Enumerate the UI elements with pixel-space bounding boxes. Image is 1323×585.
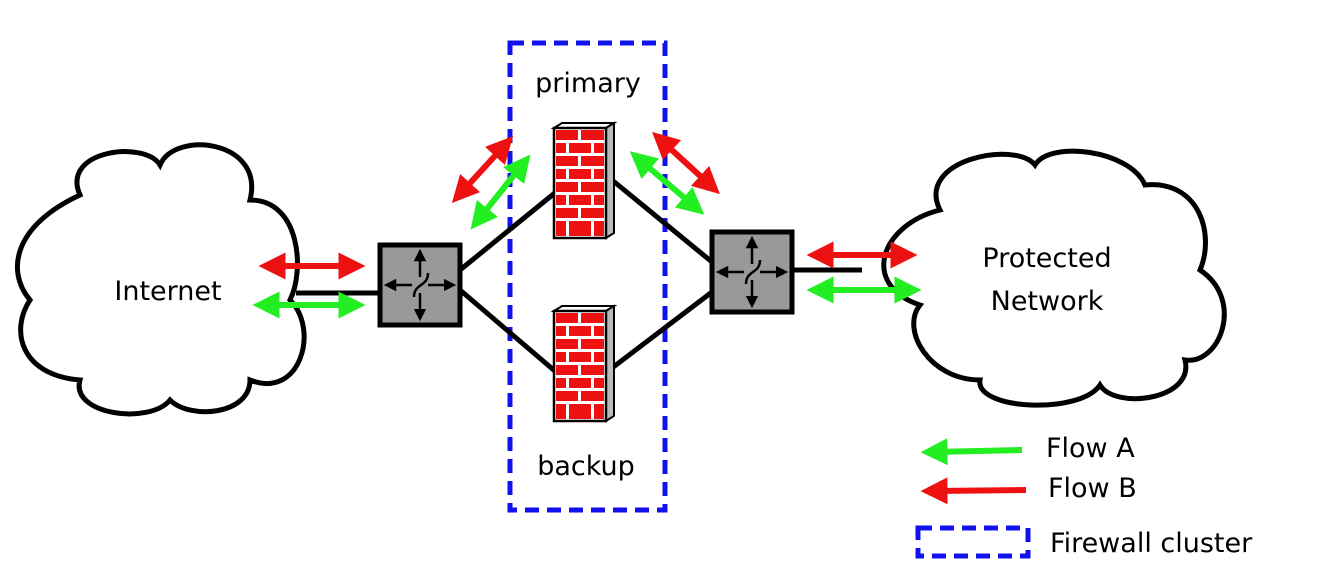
backup-firewall-icon [552, 304, 616, 423]
primary-firewall-icon [552, 121, 616, 240]
left-switch [380, 245, 460, 325]
firewall-cluster-box [507, 40, 668, 513]
right-switch [712, 232, 792, 312]
legend-flow-a-label: Flow A [1046, 433, 1135, 464]
internet-cloud [14, 142, 307, 417]
legend-cluster-label: Firewall cluster [1050, 528, 1253, 559]
legend-flow-b-label: Flow B [1048, 473, 1137, 504]
flow-a-arrow-right-cluster [629, 151, 705, 215]
flow-a-arrow-left-cluster [470, 154, 531, 230]
primary-label: primary [535, 68, 641, 99]
protected-network-cloud [881, 148, 1227, 408]
internet-label: Internet [114, 276, 221, 307]
legend: Flow A Flow B Firewall cluster [915, 433, 1253, 559]
flow-b-arrow-left-cluster [451, 136, 514, 203]
protected-network-label-line2: Network [991, 286, 1104, 317]
protected-network-label-line1: Protected [982, 243, 1111, 274]
connection-lines [296, 178, 862, 374]
flow-arrows [252, 131, 922, 319]
legend-flow-a-swatch [920, 438, 1023, 466]
flow-b-arrow-right-cluster [652, 131, 720, 195]
backup-label: backup [537, 451, 635, 482]
legend-flow-b-swatch [920, 477, 1027, 505]
legend-cluster-swatch [915, 525, 1031, 559]
